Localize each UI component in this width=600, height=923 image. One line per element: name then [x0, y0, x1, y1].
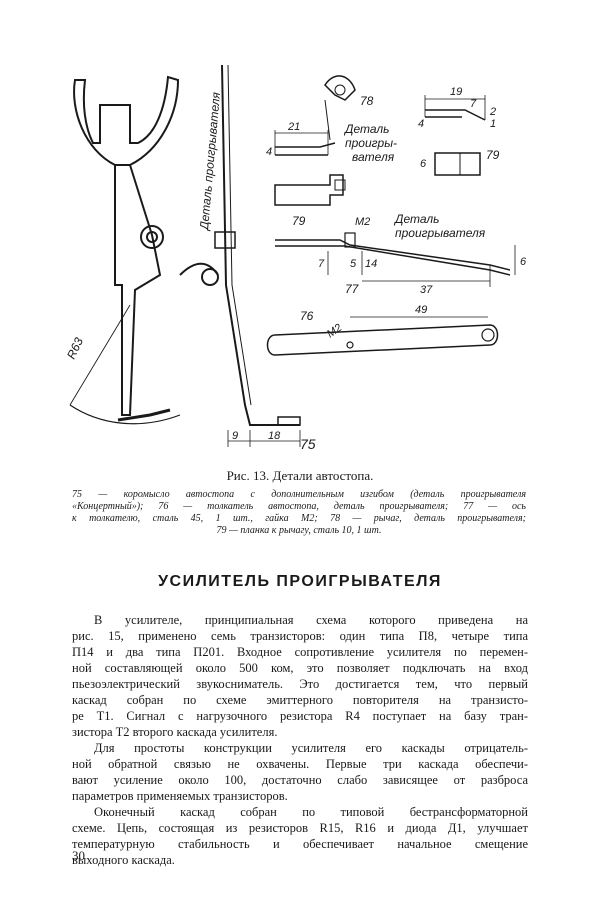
label-detail-vertical: Деталь проигрывателя: [197, 91, 223, 232]
label-part-77: 77: [345, 282, 360, 296]
paragraph-line: вают усиление около 100, достаточно слаб…: [72, 773, 528, 787]
figure-13-autostop-details: 75 9 18 R63 Деталь проигрывателя 78 21 4…: [64, 64, 527, 452]
dim-21: 21: [287, 121, 300, 133]
paragraph-line: Оконечный каскад собран по типовой бестр…: [94, 805, 528, 819]
paragraph-line: Для простоты конструкции усилителя его к…: [94, 741, 528, 755]
legend-line: 79 — планка к рычагу, сталь 10, 1 шт.: [216, 525, 382, 536]
dim-m2a: M2: [355, 216, 370, 228]
body-text: В усилителе, принципиальная схема которо…: [72, 612, 528, 868]
dim-5: 5: [350, 258, 357, 270]
part-76-pusher: [266, 324, 499, 356]
part-79-plate-left: [274, 174, 344, 206]
paragraph-line: каскад собран по схеме эмиттерного повто…: [72, 693, 528, 707]
label-detail-1c: вателя: [352, 150, 395, 164]
dim-4b: 4: [418, 118, 424, 130]
figure-legend: 75 — коромысло автостопа с дополнительны…: [72, 489, 526, 537]
paragraph-line: ной обратной связью не охвачены. Первые …: [72, 757, 528, 771]
dim-6a: 6: [420, 158, 427, 170]
dim-37: 37: [420, 284, 433, 296]
paragraph-line: температурную стабильность и обеспечивае…: [72, 837, 528, 851]
label-part-75: 75: [300, 436, 316, 452]
dim-49: 49: [415, 304, 427, 316]
page-number: 30: [72, 848, 85, 863]
dim-9: 9: [232, 430, 238, 442]
label-part-78: 78: [360, 94, 374, 108]
legend-line: «Концертный»); 76 — толкатель автостопа,…: [72, 501, 526, 512]
paragraph-line: выходного каскада.: [72, 853, 175, 867]
label-detail-1a: Деталь: [343, 122, 389, 136]
figure-caption-title: Рис. 13. Детали автостопа.: [226, 468, 374, 483]
radius-arc: [69, 404, 181, 425]
part-79-plate-right: [434, 152, 481, 176]
dim-1: 1: [490, 118, 496, 130]
legend-line: к толкателю, сталь 45, 1 шт., гайка М2; …: [72, 513, 526, 524]
dim-7a: 7: [470, 98, 477, 110]
paragraph-line: схеме. Цепь, состоящая из резисторов R15…: [72, 821, 528, 835]
paragraph-line: П14 и два типа П201. Входное сопротивлен…: [72, 645, 528, 659]
dim-4a: 4: [266, 146, 272, 158]
paragraph-line: рис. 15, применено семь транзисторов: од…: [72, 629, 528, 643]
label-part-79b: 79: [486, 148, 500, 162]
part-78-lever: [324, 75, 356, 101]
dim-19: 19: [450, 86, 462, 98]
label-detail-2a: Деталь: [393, 212, 439, 226]
paragraph-line: ре T1. Сигнал с нагрузочного резистора R…: [72, 709, 528, 723]
dim-14: 14: [365, 258, 377, 270]
paragraph-line: В усилителе, принципиальная схема которо…: [94, 613, 528, 627]
dim-2: 2: [489, 106, 496, 118]
label-part-76: 76: [300, 309, 314, 323]
paragraph-line: параметров применяемых транзисторов.: [72, 789, 288, 803]
paragraph-line: зистора T2 второго каскада усилителя.: [72, 725, 278, 739]
dim-18: 18: [268, 430, 281, 442]
paragraph-line: пьезоэлектрический звукосниматель. Это д…: [72, 677, 528, 691]
label-detail-2b: проигрывателя: [395, 226, 486, 240]
paragraph-line: ной составляющей около 500 ком, это позв…: [72, 661, 528, 675]
dim-m2b: M2: [325, 322, 344, 341]
legend-line: 75 — коромысло автостопа с дополнительны…: [72, 489, 526, 500]
dim-6b: 6: [520, 256, 527, 268]
dim-7b: 7: [318, 258, 325, 270]
label-part-79a: 79: [292, 214, 306, 228]
part-75-rocker-arm: [73, 75, 180, 166]
label-radius: R63: [64, 335, 86, 361]
section-heading: УСИЛИТЕЛЬ ПРОИГРЫВАТЕЛЯ: [158, 573, 442, 590]
label-detail-1b: проигры-: [345, 136, 397, 150]
